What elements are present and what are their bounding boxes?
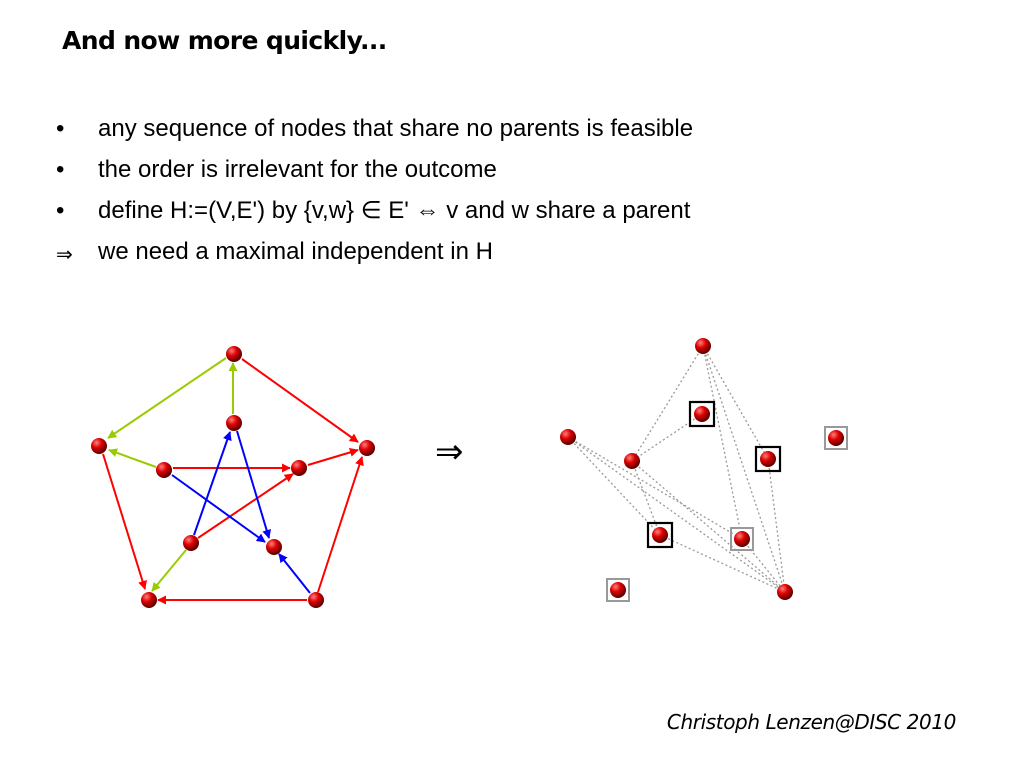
graph-edge [171,474,266,543]
bullet-marker: • [56,115,65,142]
bullet-text: the order is irrelevant for the outcome [98,156,497,183]
graph-edge [236,430,271,539]
selected-node-box [688,400,716,428]
graph-edge [102,453,147,590]
graph-node [777,584,793,600]
footer-credit: Christoph Lenzen@DISC 2010 [666,710,956,734]
bullet-text: we need a maximal independent in H [98,238,493,265]
candidate-node-box [730,527,754,551]
graph-node [624,453,640,469]
graph-edge [702,345,743,540]
graph-edge [567,436,743,540]
bullet-marker: • [56,156,65,183]
candidate-node-box [824,426,848,450]
conclusion-arrow-marker: ⇒ [56,242,73,266]
graph-node [183,535,199,551]
graph-node [560,429,576,445]
graph-edge [317,456,364,593]
graph-node [359,440,375,456]
graph-edge [567,436,786,593]
selection-boxes [606,400,848,602]
graph-node [266,539,282,555]
graph-edge [108,448,157,468]
graph-edge [278,553,311,594]
graph-edge [151,549,187,592]
graph-node [734,531,750,547]
graph-edge [307,448,359,466]
graph-node [828,430,844,446]
graph-node [226,346,242,362]
bullet-text: define H:=(V,E') by {v,w} ∈ E' ⇔ v and w… [98,197,691,224]
graph-edge [702,345,769,460]
graph-edge [767,458,786,593]
candidate-node-box [606,578,630,602]
graph-edge [193,431,232,536]
graph-edge [631,345,704,462]
graph-edge [241,358,359,443]
graph-node [291,460,307,476]
implies-arrow: ⇒ [435,432,464,472]
graph-edge [567,436,661,536]
graph-node [156,462,172,478]
graph-node [652,527,668,543]
conflict-graph-edges [567,345,786,593]
graph-node [226,415,242,431]
graph-edge [107,357,227,439]
graph-edge [702,345,786,593]
directed-graph-edges [102,357,364,605]
slide-title: And now more quickly... [62,26,387,55]
selected-node-box [646,521,674,549]
graph-node [694,406,710,422]
graph-edge [659,534,786,593]
graph-edge [197,473,294,539]
graph-node [610,582,626,598]
graph-node [141,592,157,608]
graph-edge [631,460,786,593]
graph-edge [631,413,703,462]
graph-node [91,438,107,454]
graph-node [760,451,776,467]
selected-node-box [754,445,782,473]
conflict-graph-nodes [560,338,844,600]
directed-graph-nodes [91,346,375,608]
graph-node [695,338,711,354]
bullet-text: any sequence of nodes that share no pare… [98,115,694,142]
bullet-marker: • [56,197,65,224]
graph-node [308,592,324,608]
